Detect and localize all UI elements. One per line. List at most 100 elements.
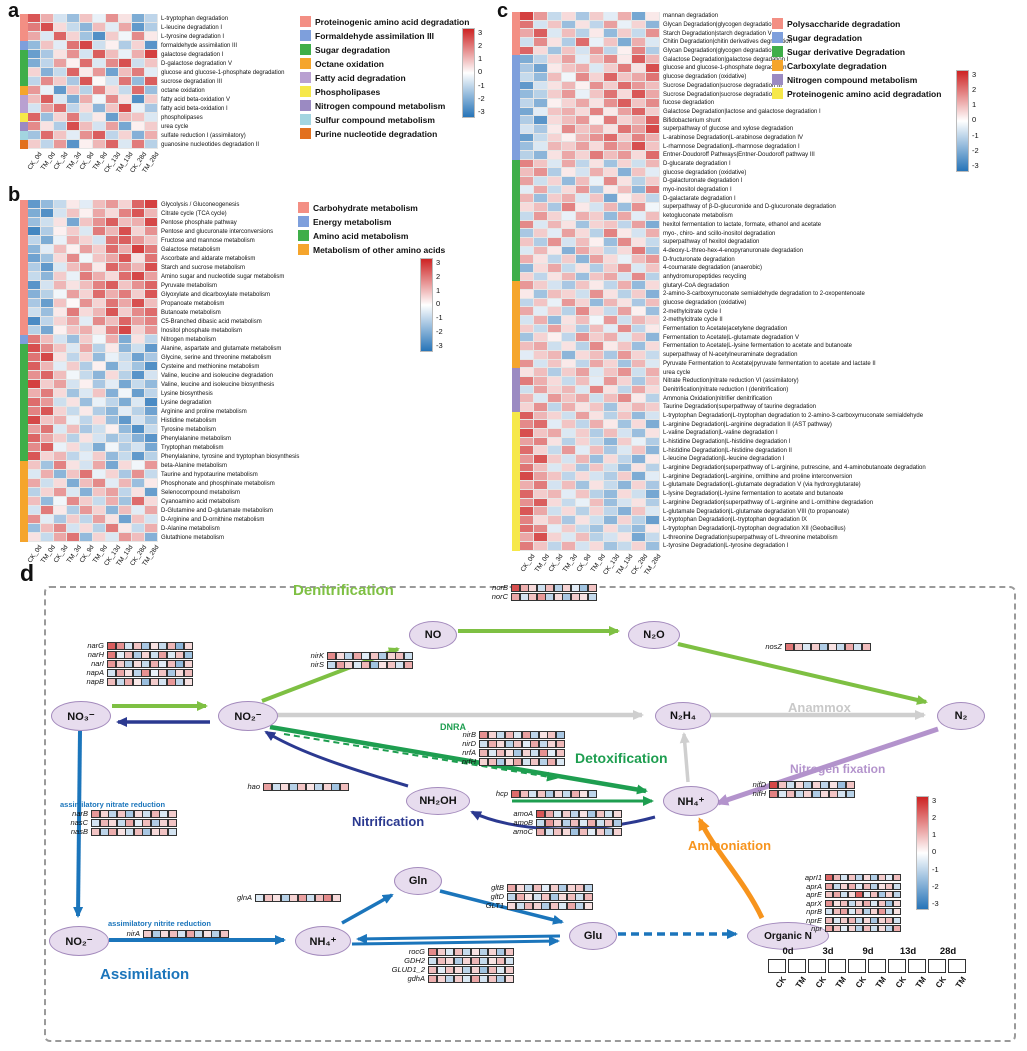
heatmap-cell [132, 470, 145, 479]
heatmap-row: galactose degradation I [20, 50, 284, 59]
condition-label: CK [934, 975, 949, 990]
heatmap-row: L-leucine Degradation|L-leucine degradat… [512, 455, 926, 464]
heatmap-cell [67, 470, 80, 479]
heatmap-cell [604, 185, 618, 195]
heatmap-cell [28, 200, 41, 209]
heatmap-row: Tryptophan metabolism [20, 443, 299, 452]
heatmap-cell [28, 344, 41, 353]
heatmap-cell [618, 185, 632, 195]
heatmap-cell [41, 434, 54, 443]
legend-item: Phospholipases [300, 86, 469, 97]
panel-d-letter: d [20, 560, 35, 586]
row-label: 2-amino-3-carboxymuconate semialdehyde d… [663, 291, 865, 298]
heatmap-cell [562, 29, 576, 39]
heatmap-cell [106, 434, 119, 443]
heatmap-cell [646, 133, 660, 143]
row-category-bar [512, 455, 520, 464]
heatmap-cell [67, 335, 80, 344]
heatmap-cell [520, 185, 534, 195]
legend-item: Purine nucleotide degradation [300, 128, 469, 139]
legend-item: Amino acid metabolism [298, 230, 445, 241]
gene-group-hcp: hcp [488, 790, 597, 799]
heatmap-cell [41, 113, 54, 122]
heatmap-row: superpathway of hexitol degradation [512, 237, 926, 247]
heatmap-cell [562, 446, 576, 456]
heatmap-cell [548, 116, 562, 125]
heatmap-cell [646, 385, 660, 395]
heatmap-cell [145, 272, 158, 281]
gene-heatmap-cell [504, 957, 514, 965]
heatmap-cell [646, 29, 660, 39]
heatmap-cell [132, 218, 145, 227]
heatmap-cell [632, 237, 646, 247]
heatmap-cell [548, 437, 562, 447]
legend-label: Sulfur compound metabolism [315, 114, 435, 125]
heatmap-cell [54, 497, 67, 506]
heatmap-cell [106, 362, 119, 371]
heatmap-cell [576, 211, 590, 221]
heatmap-cell [646, 402, 660, 412]
gene-label: gdhA [407, 974, 425, 984]
heatmap-cell [54, 326, 67, 335]
heatmap-cell [646, 376, 660, 386]
heatmap-row: anhydromuropeptides recycling [512, 272, 926, 282]
heatmap-cell [618, 429, 632, 438]
heatmap-cell [646, 72, 660, 82]
row-category-bar [512, 142, 520, 151]
gene-row: norB [482, 584, 597, 592]
heatmap-cell [93, 398, 106, 407]
heatmap-cell [618, 272, 632, 282]
gene-row: amoA [505, 810, 622, 818]
heatmap-cell [119, 245, 132, 254]
heatmap-cell [145, 95, 158, 104]
row-category-bar [20, 452, 28, 461]
heatmap-cell [520, 133, 534, 143]
heatmap-cell [520, 290, 534, 299]
heatmap-cell [93, 533, 106, 542]
heatmap-cell [520, 64, 534, 73]
heatmap-cell [576, 142, 590, 151]
gene-row: nrfH [452, 758, 565, 766]
row-label: Cysteine and methionine metabolism [161, 363, 260, 370]
heatmap-cell [106, 371, 119, 380]
heatmap-cell [119, 236, 132, 245]
heatmap-cell [618, 237, 632, 247]
heatmap-cell [548, 376, 562, 386]
row-category-bar [512, 168, 520, 178]
heatmap-cell [576, 246, 590, 256]
heatmap-row: Starch Degradation|starch degradation V [512, 29, 926, 39]
heatmap-cell [119, 362, 132, 371]
heatmap-cell [534, 437, 548, 447]
heatmap-cell [93, 41, 106, 50]
heatmap-cell [590, 81, 604, 91]
heatmap-cell [646, 498, 660, 508]
heatmap-cell [646, 151, 660, 160]
heatmap-cell [618, 463, 632, 473]
row-label: D-Alanine metabolism [161, 525, 220, 532]
legend-item: Energy metabolism [298, 216, 445, 227]
heatmap-cell [604, 263, 618, 273]
heatmap-cell [132, 59, 145, 68]
heatmap-cell [67, 479, 80, 488]
heatmap-cell [28, 524, 41, 533]
heatmap-cell [632, 203, 646, 212]
heatmap-cell [67, 353, 80, 362]
heatmap-row: urea cycle [20, 122, 284, 131]
heatmap-cell [119, 434, 132, 443]
heatmap-cell [80, 59, 93, 68]
heatmap-cell [28, 104, 41, 113]
row-category-bar [512, 368, 520, 377]
row-category-bar [512, 20, 520, 30]
heatmap-cell [54, 86, 67, 95]
heatmap-cell [548, 524, 562, 534]
heatmap-cell [646, 524, 660, 534]
heatmap-cell [562, 524, 576, 534]
heatmap-cell [41, 371, 54, 380]
heatmap-cell [54, 68, 67, 77]
legend-label: Carboxylate degradation [787, 60, 887, 71]
heatmap-cell [41, 86, 54, 95]
row-category-bar [20, 104, 28, 113]
row-category-bar [512, 376, 520, 386]
heatmap-cell [93, 50, 106, 59]
heatmap-cell [132, 317, 145, 326]
